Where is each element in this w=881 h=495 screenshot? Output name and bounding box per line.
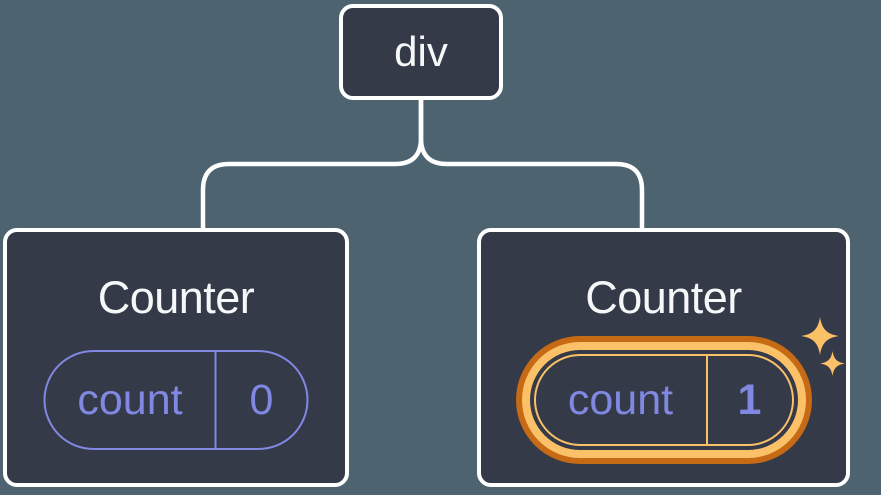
component-title: Counter	[97, 272, 255, 323]
state-value: 1	[705, 356, 792, 444]
state-pill-highlighted: count 1	[533, 354, 794, 446]
root-node-label: div	[394, 28, 448, 75]
state-value: 0	[214, 352, 307, 448]
state-name-label: count	[567, 375, 674, 424]
state-pill: count 0	[43, 350, 309, 450]
tree-node-div: div	[339, 4, 503, 100]
counter-card-right: Counter count 1	[477, 228, 850, 487]
component-title: Counter	[585, 272, 742, 323]
counter-card-left: Counter count 0	[3, 228, 349, 487]
state-name-label: count	[77, 375, 183, 424]
